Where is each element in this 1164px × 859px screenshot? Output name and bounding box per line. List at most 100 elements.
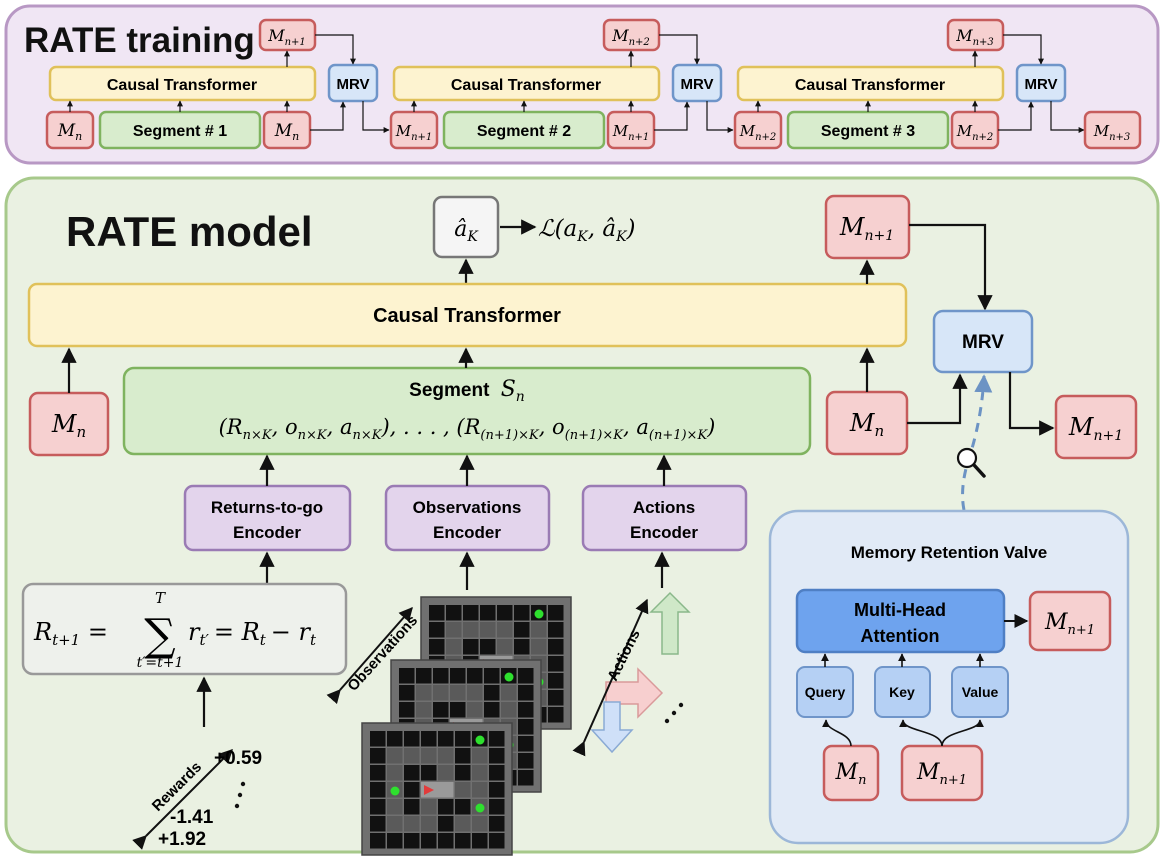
grid-cell: [370, 748, 386, 764]
memory-query-source-label: Mn: [835, 760, 867, 788]
training-segment-label: Segment # 2: [477, 123, 571, 140]
grid-cell: [518, 736, 534, 752]
svg-text:Multi-Head: Multi-Head: [854, 600, 946, 620]
action-prediction-box: [432, 195, 500, 259]
svg-text:Key: Key: [889, 684, 915, 700]
svg-text:Actions: Actions: [633, 498, 695, 517]
grid-cell: [399, 685, 415, 701]
grid-cell: [433, 668, 449, 684]
memory-attention-output-label: Mn+1: [1044, 610, 1095, 638]
svg-text:Encoder: Encoder: [630, 523, 698, 542]
memory-input-mrv-label: Mn: [849, 409, 884, 440]
grid-cell: [531, 622, 547, 638]
green-goal-dot: [390, 786, 400, 796]
grid-cell: [467, 685, 483, 701]
grid-cell: [404, 765, 420, 781]
grid-cell: [489, 748, 505, 764]
grid-cell: [531, 639, 547, 655]
sum-upper-limit: T: [155, 589, 166, 607]
grid-cell: [446, 639, 462, 655]
grid-cell: [472, 833, 488, 849]
grid-cell: [548, 690, 564, 706]
memory-final-label: Mn+3: [1093, 122, 1131, 143]
memory-kv-source-label: Mn+1: [916, 760, 967, 788]
grid-cell: [455, 833, 471, 849]
segment-formula: (Rn×K, on×K, an×K), . . . , (R(n+1)×K, o…: [219, 415, 716, 443]
grid-cell: [480, 605, 496, 621]
grid-cell: [518, 719, 534, 735]
memory-attention-output-box: [1028, 590, 1112, 652]
segment-title: Segment Sn: [409, 377, 525, 405]
model-title: RATE model: [66, 208, 313, 255]
ellipsis-dots-icon: [664, 702, 684, 724]
action-prediction-label: âK: [454, 217, 479, 245]
grid-cell: [467, 668, 483, 684]
grid-cell: [455, 782, 471, 798]
training-mrv-label: MRV: [336, 76, 369, 93]
memory-in-label: Mn: [57, 121, 83, 143]
training-segment-2: Causal Transformer Mn+1 Segment # 2 Mn+1…: [389, 18, 734, 150]
grid-cell: [404, 782, 420, 798]
grid-cell: [489, 765, 505, 781]
grid-cell: [472, 748, 488, 764]
green-goal-dot: [534, 609, 544, 619]
svg-text:Encoder: Encoder: [433, 523, 501, 542]
grid-cell: [404, 731, 420, 747]
grid-cell: [416, 702, 432, 718]
reward-value-1: +0.59: [214, 748, 262, 769]
actions-encoder: Actions Encoder: [581, 484, 748, 552]
grid-cell: [421, 748, 437, 764]
svg-text:Query: Query: [805, 684, 846, 700]
training-segment-3: Causal Transformer Mn+2 Segment # 3 Mn+2…: [733, 18, 1142, 150]
memory-out-label: Mn+3: [955, 26, 994, 48]
grid-cell: [421, 816, 437, 832]
training-mrv-label: MRV: [680, 76, 713, 93]
grid-cell: [518, 753, 534, 769]
training-title: RATE training: [24, 21, 255, 60]
grid-cell: [489, 799, 505, 815]
grid-cell: [438, 799, 454, 815]
grid-cell: [404, 833, 420, 849]
grid-cell: [370, 816, 386, 832]
loss-label: ℒ(aK, âK): [538, 216, 636, 245]
memory-output-right-box: [1054, 394, 1138, 460]
returns-formula-rhs: rt′= Rt− rt: [188, 618, 317, 649]
grid-cell: [387, 748, 403, 764]
grid-cell: [489, 731, 505, 747]
green-goal-dot: [475, 735, 485, 745]
memory-out-label: Mn+2: [611, 26, 650, 48]
memory-out-label: Mn+1: [267, 26, 306, 48]
mrv-block: [932, 309, 1034, 374]
grid-cell: [450, 702, 466, 718]
grid-cell: [387, 731, 403, 747]
grid-cell: [387, 816, 403, 832]
grid-cell: [489, 816, 505, 832]
grid-cell: [484, 685, 500, 701]
grid-cell: [480, 639, 496, 655]
grid-cell: [455, 765, 471, 781]
grid-cell: [472, 816, 488, 832]
grid-cell: [370, 799, 386, 815]
grid-cell: [404, 816, 420, 832]
grid-cell: [480, 622, 496, 638]
memory-in-label: Mn+1: [395, 122, 433, 143]
grid-cell: [514, 639, 530, 655]
mrv-detail-title: Memory Retention Valve: [851, 543, 1048, 562]
grid-cell: [416, 668, 432, 684]
grid-cell: [433, 685, 449, 701]
ellipsis-dots-icon: [234, 781, 246, 809]
grid-cell: [463, 605, 479, 621]
causal-transformer-block: [27, 282, 908, 348]
training-segment-label: Segment # 1: [133, 123, 227, 140]
grid-cell: [387, 833, 403, 849]
svg-text:Value: Value: [962, 684, 999, 700]
grid-cell: [463, 622, 479, 638]
grid-cell: [446, 605, 462, 621]
svg-text:Observations: Observations: [413, 498, 522, 517]
mrv-label: MRV: [962, 332, 1004, 353]
memory-output-right-label: Mn+1: [1068, 413, 1123, 444]
observation-frames: [361, 596, 572, 856]
training-transformer-label: Causal Transformer: [107, 77, 257, 94]
grid-cell: [501, 685, 517, 701]
